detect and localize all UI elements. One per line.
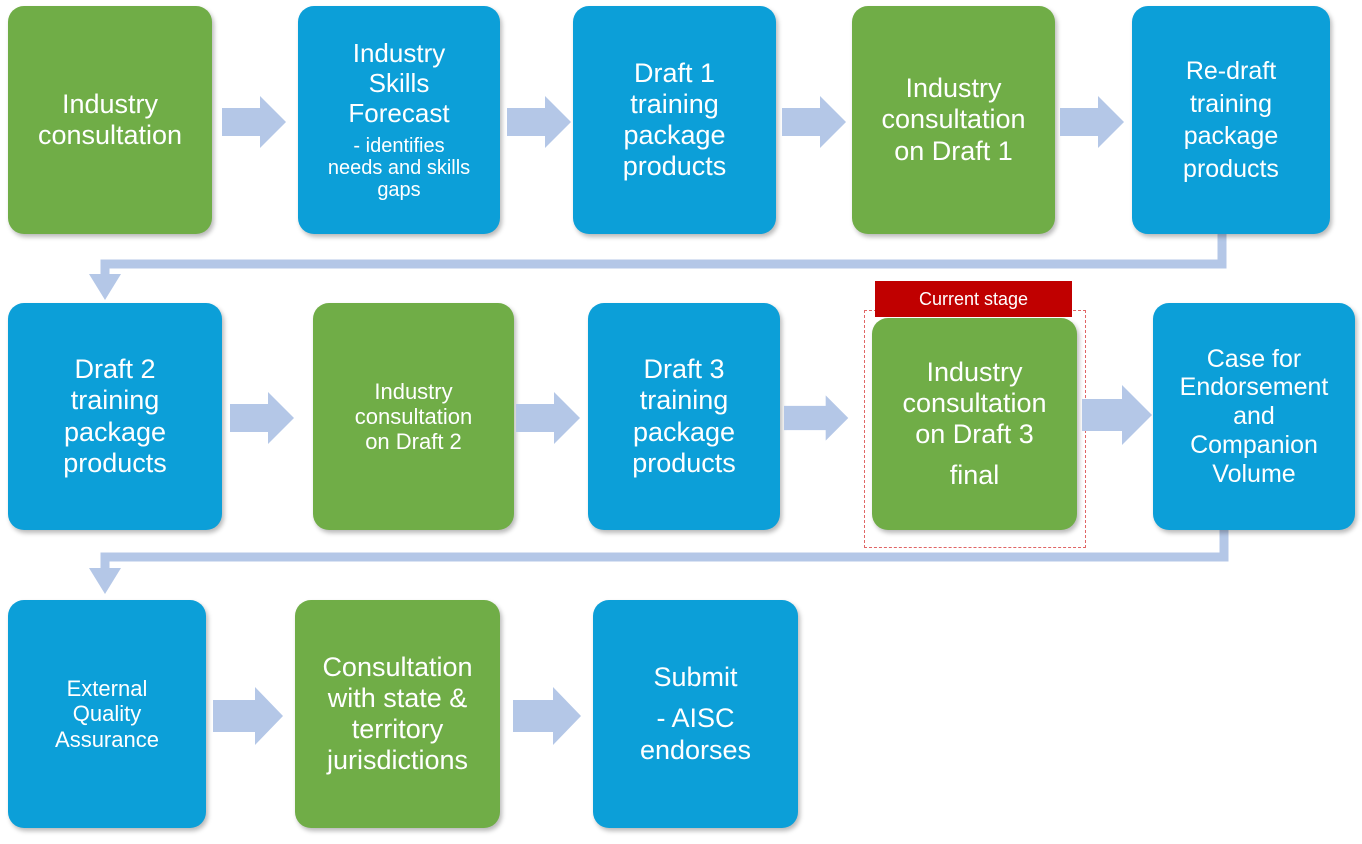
connector-arrowhead-row3 <box>89 568 121 594</box>
step-title: Draft 1 training package products <box>622 57 727 182</box>
step-title: Draft 3 training package products <box>632 354 736 478</box>
connector-arrowhead-row2 <box>89 274 121 300</box>
step-title: External Quality Assurance <box>55 676 159 752</box>
step-subtitle: final <box>949 460 1000 491</box>
connector-row1-to-row2 <box>100 234 1227 278</box>
step-consultation-draft-3: Industry consultation on Draft 3 final <box>872 318 1077 530</box>
step-draft-3: Draft 3 training package products <box>588 303 780 530</box>
step-title: Industry consultation <box>37 88 183 150</box>
flow-arrow-6 <box>516 390 582 446</box>
step-title: Industry consultation on Draft 3 <box>902 356 1047 449</box>
step-subtitle: - identifies needs and skills gaps <box>327 134 471 201</box>
step-external-quality-assurance: External Quality Assurance <box>8 600 206 828</box>
flow-arrow-10 <box>513 685 583 747</box>
step-re-draft: Re-draft training package products <box>1132 6 1330 234</box>
flow-arrow-9 <box>213 685 285 747</box>
step-consultation-draft-1: Industry consultation on Draft 1 <box>852 6 1055 234</box>
step-title: Industry consultation on Draft 1 <box>881 73 1026 166</box>
step-industry-consultation: Industry consultation <box>8 6 212 234</box>
connector-row2-to-row3 <box>100 530 1229 572</box>
flow-arrow-4 <box>1060 94 1126 150</box>
flow-arrow-7 <box>784 390 850 446</box>
step-title: Consultation with state & territory juri… <box>322 651 473 776</box>
step-draft-2: Draft 2 training package products <box>8 303 222 530</box>
step-title: Industry consultation on Draft 2 <box>354 378 473 455</box>
step-draft-1: Draft 1 training package products <box>573 6 776 234</box>
flow-arrow-5 <box>230 390 296 446</box>
flow-arrow-2 <box>507 94 573 150</box>
step-title: Case for Endorsement and Companion Volum… <box>1179 344 1329 488</box>
step-title: Re-draft training package products <box>1183 57 1279 183</box>
step-submit: Submit - AISC endorses <box>593 600 798 828</box>
step-subtitle: - AISC endorses <box>639 703 752 765</box>
step-title: Submit <box>653 662 738 693</box>
flow-arrow-3 <box>782 94 848 150</box>
step-consultation-draft-2: Industry consultation on Draft 2 <box>313 303 514 530</box>
step-title: Draft 2 training package products <box>63 354 167 478</box>
step-industry-skills-forecast: Industry Skills Forecast - identifies ne… <box>298 6 500 234</box>
step-case-for-endorsement: Case for Endorsement and Companion Volum… <box>1153 303 1355 530</box>
flow-arrow-1 <box>222 94 288 150</box>
current-stage-label: Current stage <box>875 281 1072 317</box>
step-title: Industry Skills Forecast <box>348 38 450 128</box>
step-consultation-state-territory: Consultation with state & territory juri… <box>295 600 500 828</box>
flow-arrow-8 <box>1082 383 1154 447</box>
